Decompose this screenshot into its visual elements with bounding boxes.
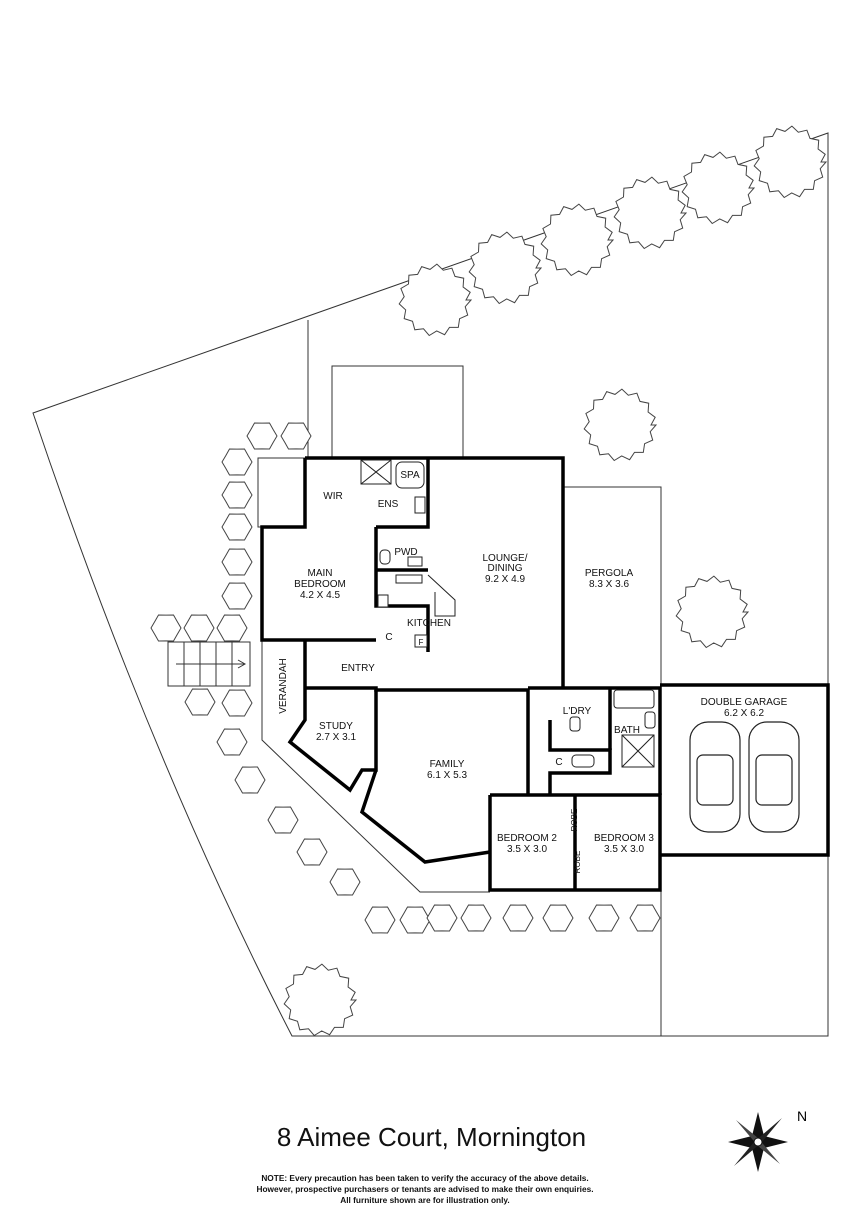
tree-icon bbox=[280, 422, 312, 450]
tree-icon bbox=[681, 151, 756, 225]
tree-icon bbox=[364, 906, 396, 934]
room-family-label: FAMILY bbox=[430, 759, 465, 770]
tree-icon bbox=[184, 688, 216, 716]
laundry-cupboard-label: C bbox=[555, 757, 562, 768]
compass-north-label: N bbox=[797, 1108, 807, 1124]
room-kitchen-label: KITCHEN bbox=[407, 618, 451, 629]
room-pergola-size: 8.3 X 3.6 bbox=[589, 579, 629, 590]
tree-icon bbox=[426, 904, 458, 932]
tree-icon bbox=[753, 125, 828, 199]
room-lounge-label: LOUNGE/ bbox=[482, 553, 527, 564]
tree-icon bbox=[150, 614, 182, 642]
tree-icon bbox=[234, 766, 266, 794]
tree-icon bbox=[296, 838, 328, 866]
tree-icon bbox=[221, 481, 253, 509]
room-labels: WIR ENS SPA PWD MAIN BEDROOM 4.2 X 4.5 K… bbox=[278, 470, 788, 873]
tree-icon bbox=[221, 448, 253, 476]
tree-icon bbox=[216, 614, 248, 642]
room-main-bedroom-label: MAIN bbox=[308, 568, 333, 579]
tree-icon bbox=[283, 963, 358, 1037]
room-bedroom3-label: BEDROOM 3 bbox=[594, 833, 654, 844]
tree-icon bbox=[267, 806, 299, 834]
tree-icon bbox=[468, 231, 543, 305]
room-pergola-label: PERGOLA bbox=[585, 568, 634, 579]
tree-icon bbox=[502, 904, 534, 932]
note-line: However, prospective purchasers or tenan… bbox=[256, 1184, 594, 1194]
room-garage-size: 6.2 X 6.2 bbox=[724, 708, 764, 719]
tree-icon bbox=[588, 904, 620, 932]
tree-icon bbox=[246, 422, 278, 450]
room-entry-label: ENTRY bbox=[341, 663, 375, 674]
room-pwd-label: PWD bbox=[394, 547, 417, 558]
tree-icon bbox=[460, 904, 492, 932]
tree-icon bbox=[183, 614, 215, 642]
room-bedroom2-size: 3.5 X 3.0 bbox=[507, 844, 547, 855]
room-verandah-label: VERANDAH bbox=[278, 658, 289, 714]
fixtures bbox=[360, 459, 656, 768]
fridge-label: F bbox=[419, 638, 424, 647]
tree-icon bbox=[221, 513, 253, 541]
property-address: 8 Aimee Court, Mornington bbox=[276, 1122, 587, 1152]
room-bedroom3-size: 3.5 X 3.0 bbox=[604, 844, 644, 855]
tree-icon bbox=[398, 263, 473, 337]
room-main-bedroom-label: BEDROOM bbox=[294, 579, 346, 590]
room-lounge-label: DINING bbox=[488, 563, 523, 574]
walls bbox=[260, 456, 830, 892]
robe-label: ROBE bbox=[570, 809, 579, 832]
robe-label: ROBE bbox=[573, 851, 582, 874]
tree-icon bbox=[329, 868, 361, 896]
tree-icon bbox=[583, 388, 658, 462]
note-line: All furniture shown are for illustration… bbox=[340, 1195, 510, 1205]
outdoor-areas bbox=[167, 365, 662, 893]
room-wir-label: WIR bbox=[323, 491, 342, 502]
tree-icon bbox=[399, 906, 431, 934]
tree-icon bbox=[221, 689, 253, 717]
room-spa-label: SPA bbox=[400, 470, 420, 481]
room-lounge-size: 9.2 X 4.9 bbox=[485, 574, 525, 585]
note-line: NOTE: Every precaution has been taken to… bbox=[261, 1173, 589, 1183]
compass-rose-icon bbox=[728, 1112, 788, 1172]
room-bedroom2-label: BEDROOM 2 bbox=[497, 833, 557, 844]
room-study-label: STUDY bbox=[319, 721, 353, 732]
room-laundry-label: L'DRY bbox=[563, 706, 592, 717]
cars bbox=[689, 721, 800, 833]
room-main-bedroom-size: 4.2 X 4.5 bbox=[300, 590, 340, 601]
room-bath-label: BATH bbox=[614, 725, 640, 736]
trees bbox=[150, 125, 828, 1037]
tree-icon bbox=[542, 904, 574, 932]
disclaimer-note: NOTE: Every precaution has been taken to… bbox=[225, 1173, 625, 1206]
kitchen-cupboard-label: C bbox=[385, 632, 392, 643]
tree-icon bbox=[540, 203, 615, 277]
room-garage-label: DOUBLE GARAGE bbox=[701, 697, 788, 708]
room-ens-label: ENS bbox=[378, 499, 399, 510]
tree-icon bbox=[613, 176, 688, 250]
tree-icon bbox=[629, 904, 661, 932]
tree-icon bbox=[675, 575, 750, 649]
tree-icon bbox=[216, 728, 248, 756]
room-family-size: 6.1 X 5.3 bbox=[427, 770, 467, 781]
tree-icon bbox=[221, 548, 253, 576]
room-study-size: 2.7 X 3.1 bbox=[316, 732, 356, 743]
tree-icon bbox=[221, 582, 253, 610]
